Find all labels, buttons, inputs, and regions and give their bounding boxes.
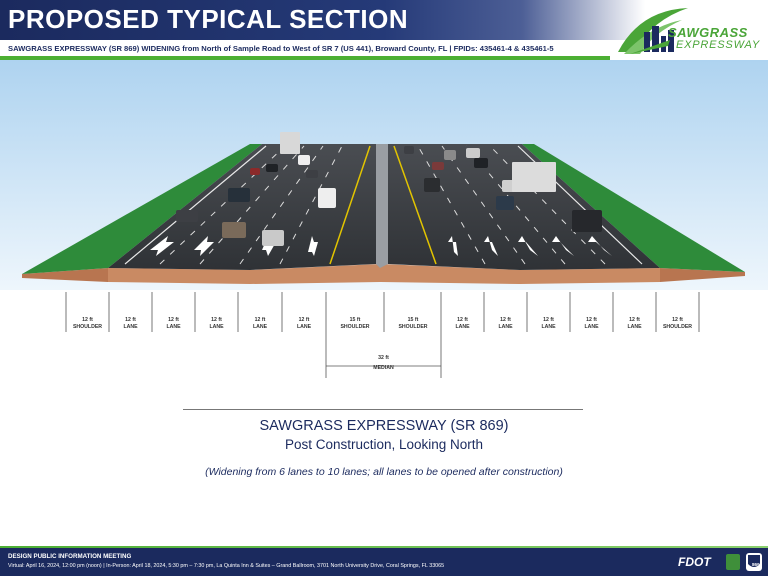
segment-type: LANE xyxy=(123,324,138,330)
caption-divider xyxy=(183,409,583,410)
segment-type: LANE xyxy=(584,324,599,330)
median-label: MEDIAN xyxy=(373,365,394,371)
segment-width: 12 ft xyxy=(168,317,179,323)
segment-type: LANE xyxy=(252,324,268,330)
subtitle-bar xyxy=(0,40,768,58)
caption-title: SAWGRASS EXPRESSWAY (SR 869) xyxy=(259,418,509,434)
logo-wordmark-line2: EXPRESSWAY xyxy=(676,39,761,51)
median-width: 32 ft xyxy=(378,355,389,361)
segment-type: LANE xyxy=(498,324,513,330)
segment-type: LANE xyxy=(166,324,181,330)
highway-rendering xyxy=(0,60,768,290)
median-dimension: 32 ft MEDIAN xyxy=(326,354,441,372)
segment-width: 12 ft xyxy=(254,317,266,323)
footer-logos-icon xyxy=(726,553,762,571)
project-subtitle: SAWGRASS EXPRESSWAY (SR 869) WIDENING fr… xyxy=(8,44,554,53)
segment-type: SHOULDER xyxy=(72,324,103,330)
footer-bar xyxy=(0,548,768,576)
segment-width: 15 ft xyxy=(407,317,419,323)
header-green-rule xyxy=(0,56,610,60)
segment-width: 12 ft xyxy=(211,317,222,323)
segment-width: 12 ft xyxy=(298,317,310,323)
segment-type: LANE xyxy=(296,324,312,330)
caption-subtitle: Post Construction, Looking North xyxy=(284,437,484,452)
segment-width: 12 ft xyxy=(500,317,511,323)
segment-width: 12 ft xyxy=(629,317,640,323)
sawgrass-logo-icon xyxy=(618,8,688,54)
segment-width: 12 ft xyxy=(125,317,136,323)
segment-type: LANE xyxy=(209,324,224,330)
segment-width: 12 ft xyxy=(82,317,93,323)
caption-note: (Widening from 6 lanes to 10 lanes; all … xyxy=(205,466,563,478)
segment-width: 12 ft xyxy=(457,317,468,323)
route-shield-number: 869 xyxy=(752,562,760,567)
segment-width: 12 ft xyxy=(586,317,597,323)
segment-type: LANE xyxy=(541,324,556,330)
page-title: PROPOSED TYPICAL SECTION xyxy=(8,4,409,34)
footer-meeting-title: DESIGN PUBLIC INFORMATION MEETING xyxy=(8,553,132,560)
segment-type: LANE xyxy=(455,324,470,330)
segment-type: SHOULDER xyxy=(662,324,693,330)
fdot-logo: FDOT xyxy=(678,555,711,569)
footer-green-rule xyxy=(0,546,768,549)
segment-type: SHOULDER xyxy=(398,324,428,330)
segment-type: SHOULDER xyxy=(340,324,370,330)
segment-width: 12 ft xyxy=(672,317,683,323)
logo-wordmark-line1: SAWGRASS xyxy=(668,25,748,40)
segment-width: 15 ft xyxy=(349,317,361,323)
segment-width: 12 ft xyxy=(543,317,554,323)
dimension-lines xyxy=(65,292,700,378)
footer-meeting-details: Virtual: April 16, 2024, 12:00 pm (noon)… xyxy=(8,563,445,569)
segment-type: LANE xyxy=(627,324,642,330)
